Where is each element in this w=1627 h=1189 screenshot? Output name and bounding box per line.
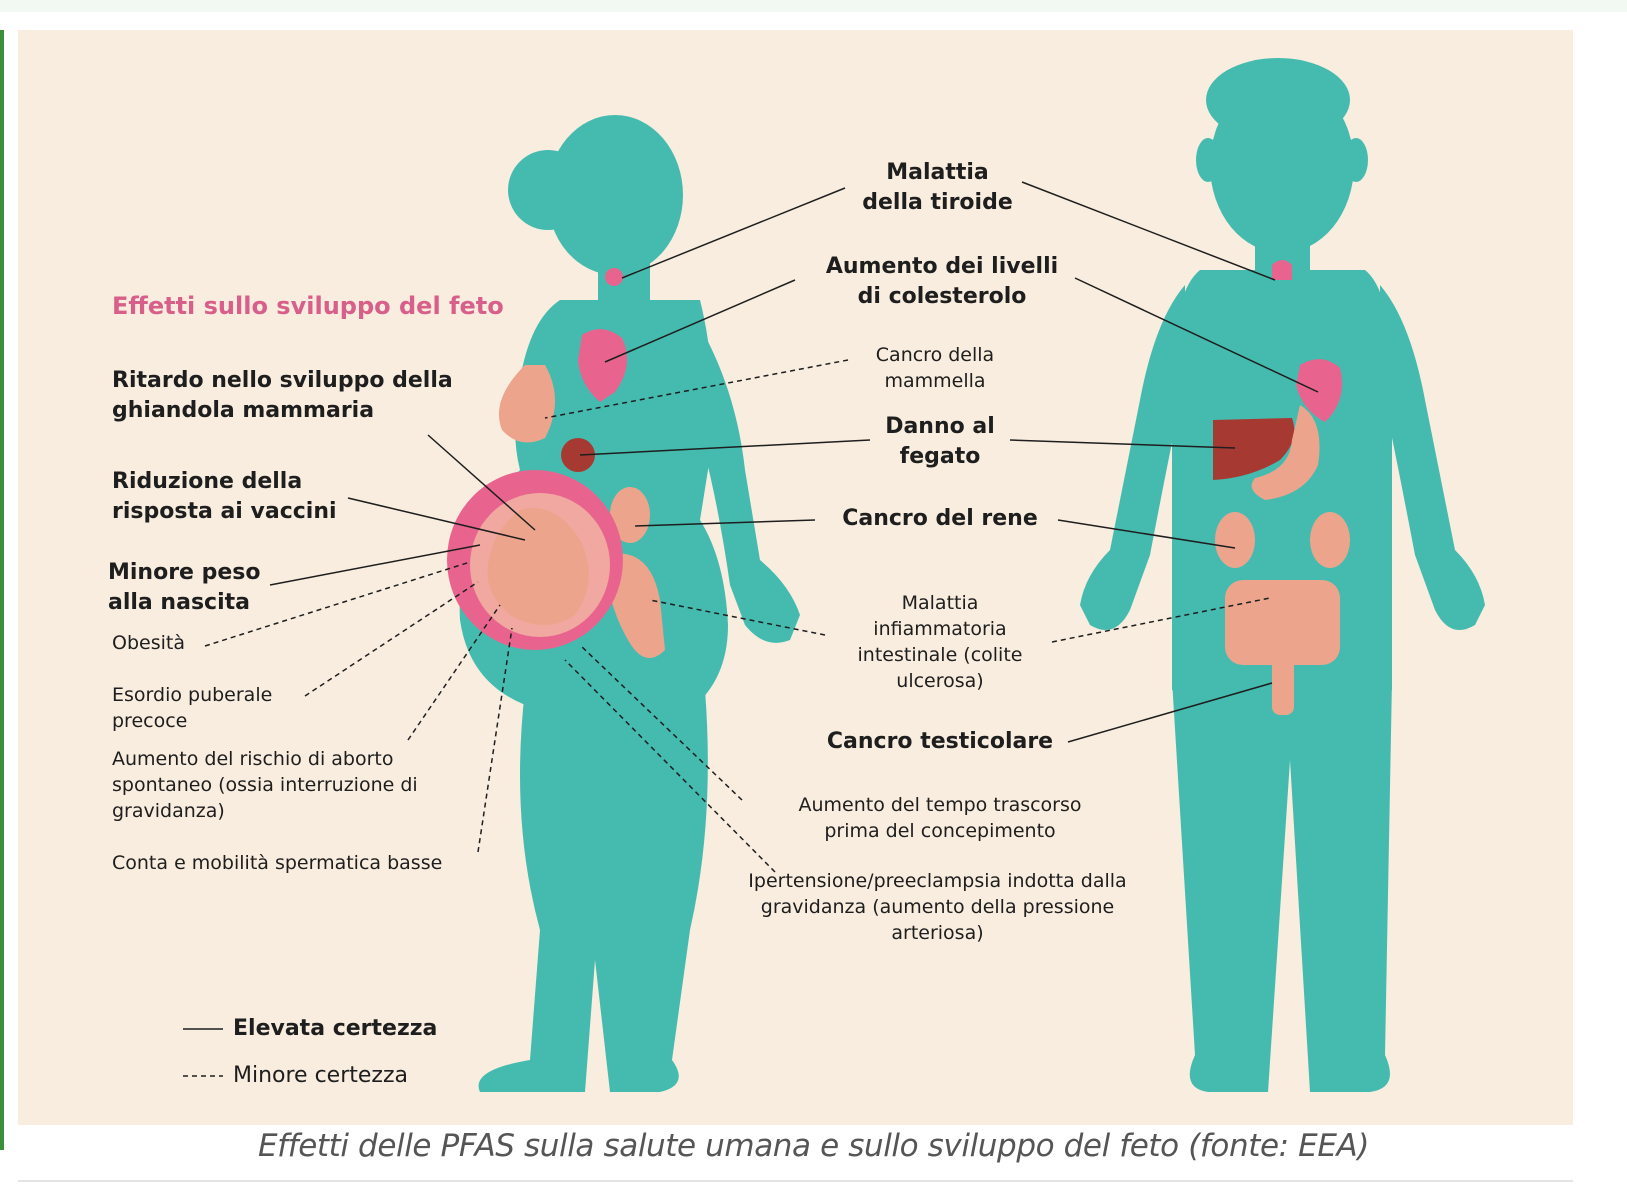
label-birth-weight: Minore peso alla nascita	[108, 558, 278, 618]
label-miscarriage: Aumento del rischio di aborto spontaneo …	[112, 746, 442, 824]
label-thyroid: Malattia della tiroide	[855, 158, 1020, 218]
label-mammary-delay: Ritardo nello sviluppo della ghiandola m…	[112, 366, 462, 426]
legend-low-certainty: Minore certezza	[233, 1061, 483, 1091]
man-arm-right	[1380, 285, 1485, 630]
label-vaccine-response: Riduzione della risposta ai vaccini	[112, 467, 372, 527]
man-head	[1210, 77, 1354, 253]
label-breast-cancer: Cancro della mammella	[860, 342, 1010, 394]
man-arm-left	[1080, 285, 1185, 630]
leader-puberty	[305, 582, 478, 696]
label-ibd: Malattia infiammatoria intestinale (coli…	[835, 590, 1045, 694]
label-early-puberty: Esordio puberale precoce	[112, 682, 312, 734]
man-legs	[1172, 680, 1392, 1092]
man-ear-left	[1196, 138, 1220, 182]
label-obesity: Obesità	[112, 630, 312, 656]
man-colon	[1272, 655, 1294, 715]
label-liver-damage: Danno al fegato	[870, 412, 1010, 472]
woman-thyroid	[605, 268, 623, 286]
figure-caption: Effetti delle PFAS sulla salute umana e …	[0, 1128, 1627, 1164]
caption-divider	[18, 1180, 1573, 1182]
man-intestine	[1225, 580, 1340, 665]
fetal-effects-title: Effetti sullo sviluppo del feto	[112, 292, 552, 320]
man-figure	[1080, 58, 1485, 1092]
label-sperm: Conta e mobilità spermatica basse	[112, 850, 502, 876]
label-kidney-cancer: Cancro del rene	[825, 504, 1055, 534]
legend-high-certainty: Elevata certezza	[233, 1014, 483, 1044]
man-ear-right	[1344, 138, 1368, 182]
label-cholesterol: Aumento dei livelli di colesterolo	[812, 252, 1072, 312]
woman-head	[547, 115, 683, 275]
woman-breast	[499, 365, 555, 443]
woman-legs	[479, 690, 708, 1092]
label-testicular-cancer: Cancro testicolare	[815, 727, 1065, 757]
label-hypertension: Ipertensione/preeclampsia indotta dalla …	[745, 868, 1130, 946]
label-conception-time: Aumento del tempo trascorso prima del co…	[770, 792, 1110, 844]
man-kidney-left	[1215, 512, 1255, 568]
man-thyroid	[1272, 260, 1292, 280]
man-kidney-right	[1310, 512, 1350, 568]
